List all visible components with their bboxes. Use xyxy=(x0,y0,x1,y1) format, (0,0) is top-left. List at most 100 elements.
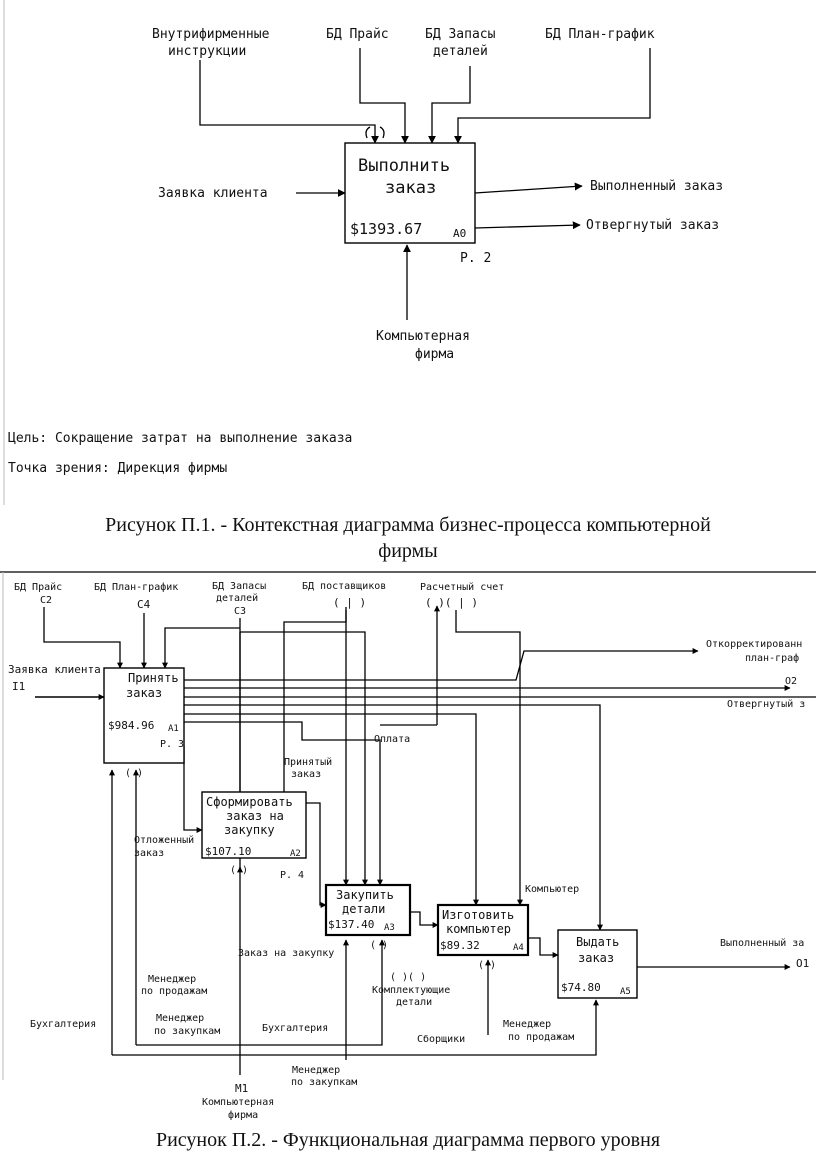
label-done-2: Выполненный за xyxy=(720,937,804,949)
f2-components xyxy=(410,911,439,928)
goal-text: Цель: Сокращение затрат на выполнение за… xyxy=(8,431,352,446)
a2-page: Р. 4 xyxy=(280,870,304,881)
f2-output-to-a5 xyxy=(184,704,603,931)
label-firm-2: фирма xyxy=(415,347,454,362)
output-arrow-done xyxy=(474,182,583,194)
label-m1: М1 xyxy=(235,1082,248,1095)
label-accepted-2: заказ xyxy=(291,769,321,780)
a2-title-2: заказ на xyxy=(226,809,284,823)
f2-output-corrected-plan xyxy=(184,648,699,681)
label-c4: С4 xyxy=(137,598,151,611)
label-accepted-1: Принятый xyxy=(284,756,332,768)
a2-cost: $107.10 xyxy=(205,845,251,858)
control-arrow-internal xyxy=(199,60,379,144)
a1-page: Р. 3 xyxy=(160,739,184,750)
label-corrected-plan-1: Откорректированн xyxy=(706,639,802,650)
figure1-caption-line2: фирмы xyxy=(378,540,437,562)
label-deferred-1: Отложенный xyxy=(134,834,194,846)
f2-accepted-order xyxy=(184,721,383,886)
a4-node: A4 xyxy=(513,943,524,953)
activity-box-a0 xyxy=(344,142,476,244)
control-arrow-price-db xyxy=(359,48,409,144)
label-price-db: БД Прайс xyxy=(326,27,389,42)
f2-mech-sales-a5 xyxy=(112,999,599,1056)
label-i1: I1 xyxy=(12,680,25,693)
tunnel-mark xyxy=(365,126,385,139)
a1-node: A1 xyxy=(168,724,179,734)
label-components-2: детали xyxy=(396,997,432,1008)
viewpoint-text: Точка зрения: Дирекция фирмы xyxy=(8,461,227,476)
activity-box-a5 xyxy=(557,929,638,999)
a3-node: A3 xyxy=(384,923,395,933)
f2-control-parts-to-a3 xyxy=(240,631,368,886)
label-o1: О1 xyxy=(796,957,809,970)
tunnel-mark-account: ( )( | ) xyxy=(425,596,478,609)
label-c2: С2 xyxy=(40,595,52,606)
label-parts-db-2: деталей xyxy=(433,44,488,59)
label-purchase-order: Заказ на закупку xyxy=(238,948,334,959)
decomposition-diagram: БД Прайс С2 БД План-график С4 БД Запасы … xyxy=(0,571,816,1121)
label-firm-2a: Компьютерная xyxy=(202,1097,274,1108)
f2-deferred-order xyxy=(183,746,203,833)
label-firm-2b: фирма xyxy=(228,1109,258,1121)
f2-computer xyxy=(528,937,559,958)
label-plan-db-2: БД План-график xyxy=(94,581,178,593)
label-buy-mgr-b-1: Менеджер xyxy=(292,1065,340,1076)
a1-cost: $984.96 xyxy=(108,719,154,732)
figure1-caption-line1: Рисунок П.1. - Контекстная диаграмма биз… xyxy=(105,514,711,536)
label-price-db-2: БД Прайс xyxy=(14,581,62,593)
a0-node: A0 xyxy=(453,227,466,240)
figure2-caption: Рисунок П.2. - Функциональная диаграмма … xyxy=(156,1129,660,1151)
label-parts-db-1: БД Запасы xyxy=(425,27,496,42)
tunnel-a1-bottom: ( ) xyxy=(125,768,143,779)
label-request-2: Заявка клиента xyxy=(8,663,101,676)
a3-cost: $137.40 xyxy=(328,918,374,931)
control-arrow-parts-db xyxy=(428,66,471,144)
a2-title-1: Сформировать xyxy=(206,795,293,809)
output-arrow-rejected xyxy=(474,221,581,230)
a3-title-1: Закупить xyxy=(336,888,394,902)
f2-control-account xyxy=(455,610,523,906)
label-firm-1: Компьютерная xyxy=(376,329,470,344)
tunnel-components: ( )( ) xyxy=(390,972,426,983)
activity-box-a1 xyxy=(103,667,185,764)
a4-title-2: компьютер xyxy=(446,922,511,936)
label-deferred-2: заказ xyxy=(134,848,164,859)
a1-title-2: заказ xyxy=(126,686,162,700)
a3-title-2: детали xyxy=(342,902,385,916)
label-corrected-plan-2: план-граф xyxy=(745,652,799,664)
control-arrow-plan-db xyxy=(454,48,651,144)
label-sales-mgr-2: по продажам xyxy=(141,986,207,997)
label-c3: С3 xyxy=(234,606,246,617)
label-plan-db: БД План-график xyxy=(545,27,655,42)
a5-cost: $74.80 xyxy=(561,981,601,994)
a1-title-1: Принять xyxy=(128,671,179,685)
f2-control-price xyxy=(43,607,123,669)
label-suppliers-db: БД поставщиков xyxy=(302,581,386,592)
label-buy-mgr-1: Менеджер xyxy=(156,1013,204,1024)
label-account: Расчетный счет xyxy=(420,581,504,593)
a4-title-1: Изготовить xyxy=(442,908,514,922)
label-o2: О2 xyxy=(785,676,797,687)
a4-cost: $89.32 xyxy=(440,939,480,952)
label-components-1: Комплектующие xyxy=(372,985,450,996)
label-done-order: Выполненный заказ xyxy=(590,179,723,194)
f2-mech-buy-a3 xyxy=(136,939,385,1046)
tunnel-a2-bottom: ( ) xyxy=(230,865,248,876)
f2-a2-output-to-a3 xyxy=(306,802,327,908)
activity-box-a2 xyxy=(201,791,307,859)
a5-title-1: Выдать xyxy=(576,935,619,949)
label-internal-instructions-2: инструкции xyxy=(168,44,246,59)
label-accounting-1: Бухгалтерия xyxy=(30,1019,96,1030)
a5-title-2: заказ xyxy=(578,951,614,965)
label-buy-mgr-2: по закупкам xyxy=(154,1026,220,1037)
a0-cost: $1393.67 xyxy=(350,220,422,238)
tunnel-mark-suppliers: ( | ) xyxy=(333,596,366,609)
label-computer: Компьютер xyxy=(525,884,579,895)
a0-title-line1: Выполнить xyxy=(358,156,450,176)
f2-control-suppliers-to-a2 xyxy=(281,610,347,853)
a2-node: A2 xyxy=(290,849,301,859)
tunnel-a4-bottom: ( ) xyxy=(478,960,496,971)
context-diagram: Выполнить заказ $1393.67 A0 Р. 2 Внутриф… xyxy=(3,0,723,505)
a2-title-3: закупку xyxy=(224,823,275,837)
